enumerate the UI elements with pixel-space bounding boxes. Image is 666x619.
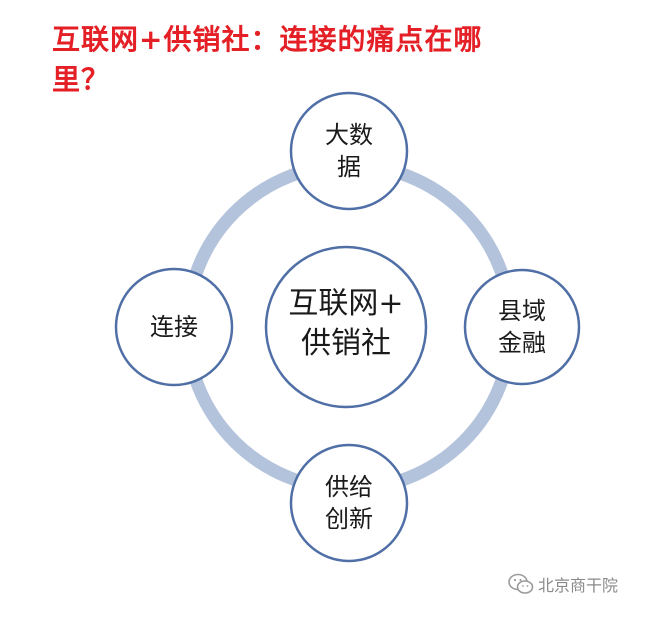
right-node-label-line2: 金融 <box>498 329 546 357</box>
bottom-node-label-line2: 创新 <box>325 505 373 533</box>
right-node <box>463 268 581 386</box>
watermark: 北京商干院 <box>508 572 618 596</box>
top-node <box>289 91 409 211</box>
diagram-title: 互联网+供销社：连接的痛点在哪里？ <box>52 23 483 96</box>
top-node-label-line2: 据 <box>337 153 361 181</box>
center-node <box>264 245 428 409</box>
top-node-label-line1: 大数 <box>325 121 373 149</box>
wechat-icon <box>508 573 534 594</box>
left-node <box>114 267 234 387</box>
watermark-text: 北京商干院 <box>538 576 619 595</box>
center-node-label-line1: 互联网+ <box>288 286 403 321</box>
left-node-label: 连接 <box>150 313 198 341</box>
bottom-node-label-line1: 供给 <box>325 473 373 501</box>
right-node-label-line1: 县域 <box>498 297 546 325</box>
bottom-node <box>289 443 409 563</box>
center-node-label-line2: 供销社 <box>301 326 391 361</box>
